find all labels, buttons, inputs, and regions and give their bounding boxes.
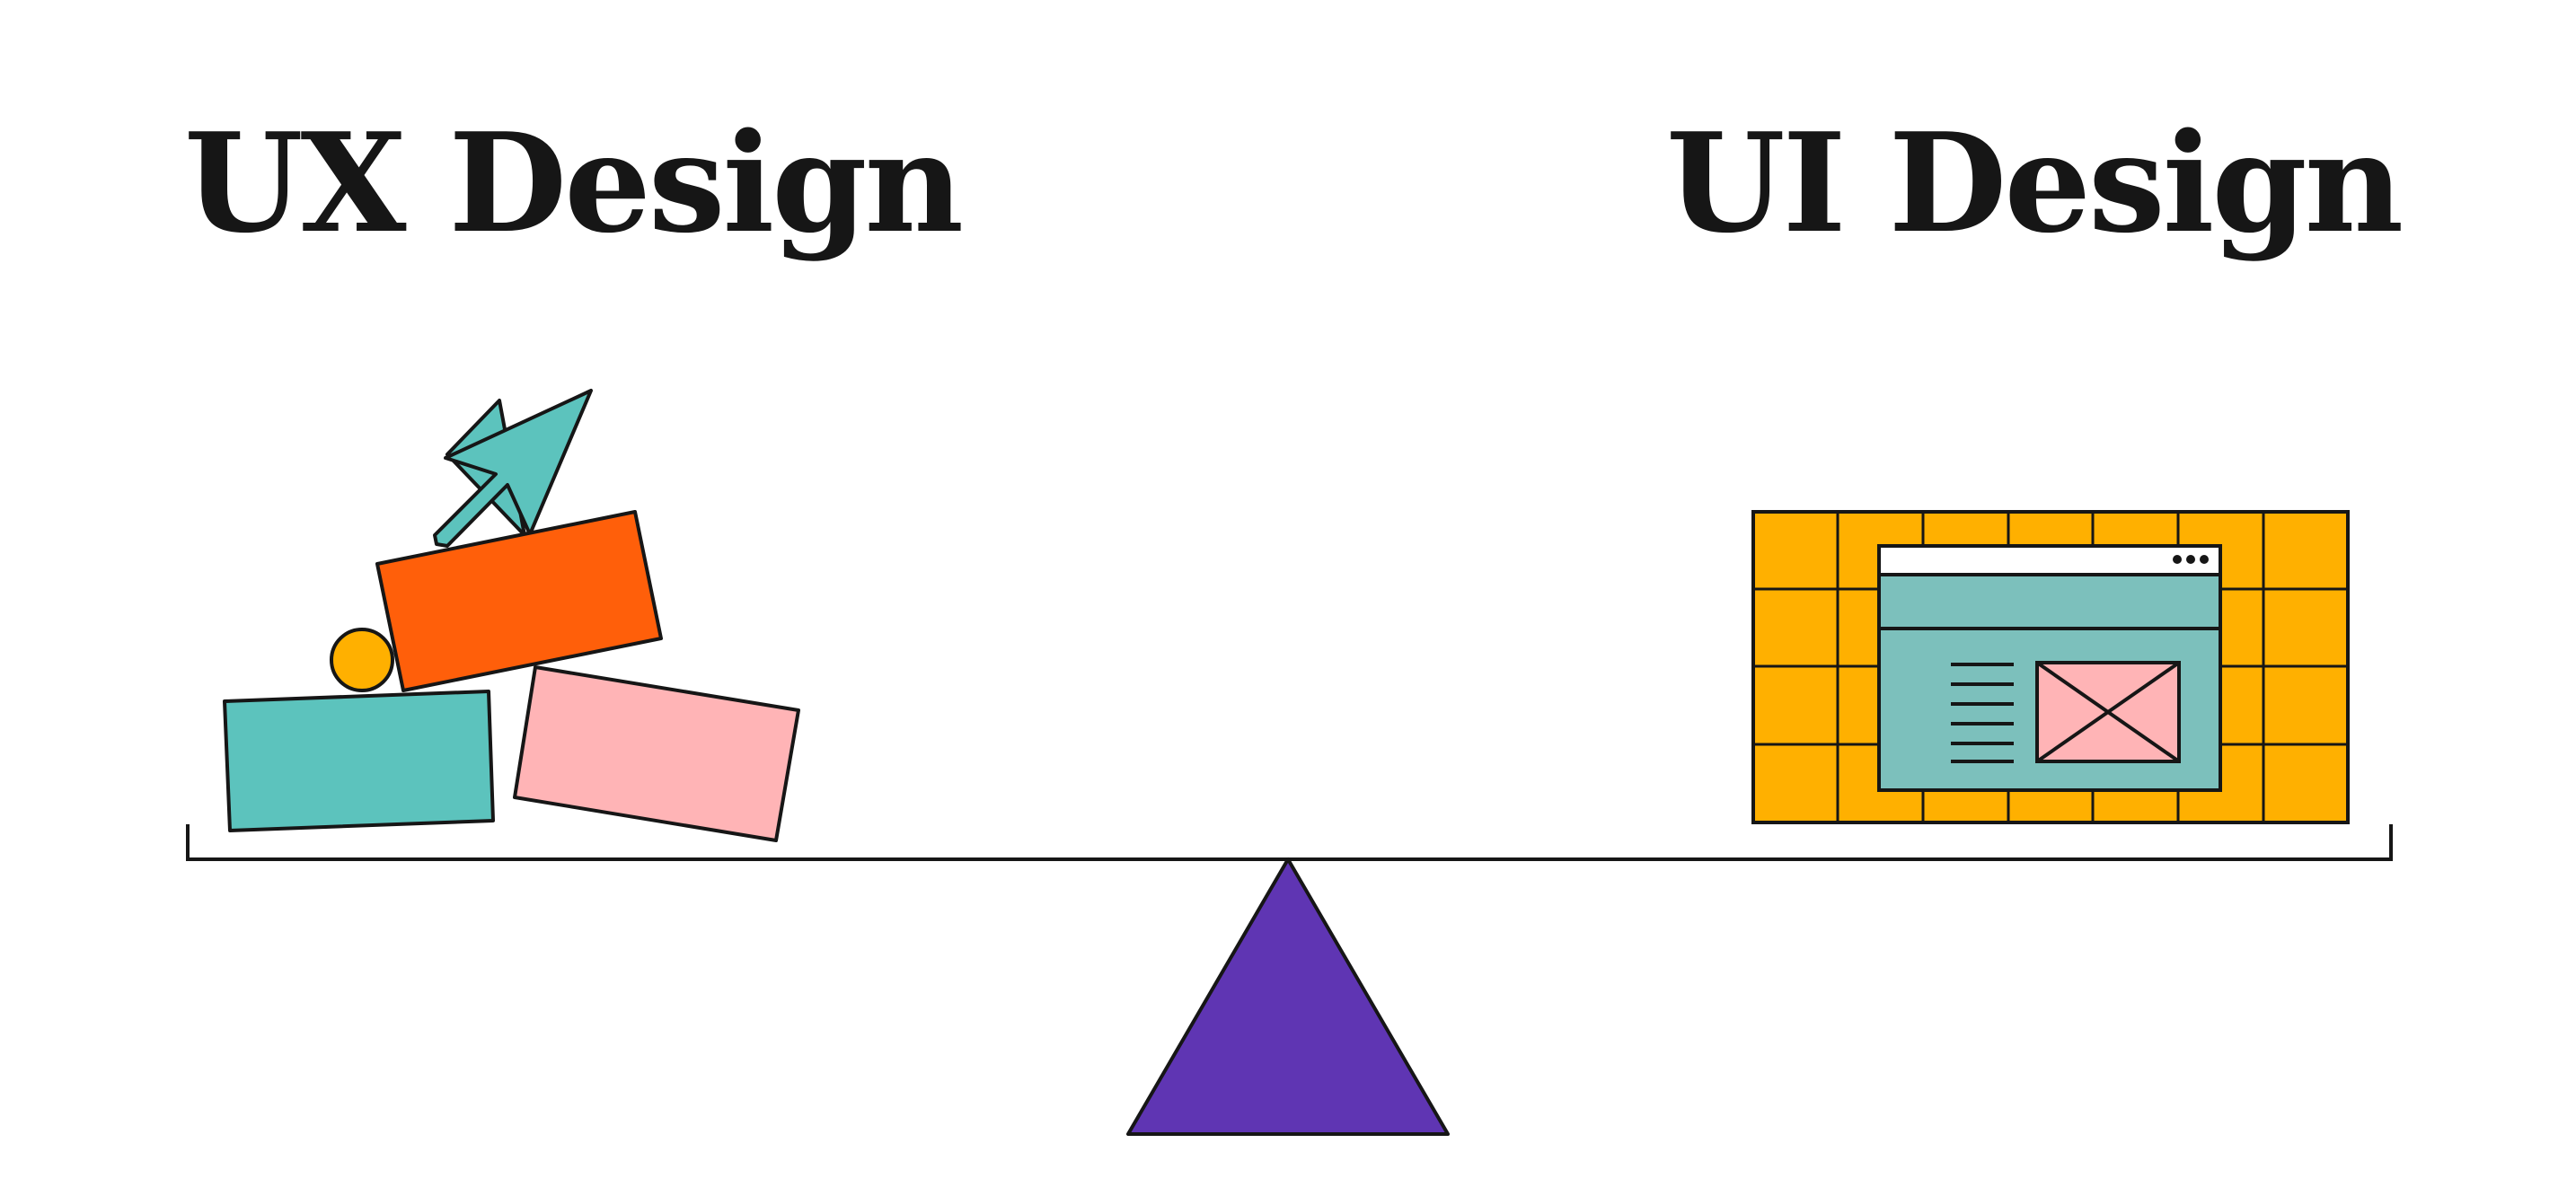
browser-window-on-grid-icon (1751, 510, 2350, 824)
pink-block (513, 665, 800, 842)
arrow-icon (433, 389, 593, 548)
balance-beam (186, 824, 2393, 861)
teal-block (223, 690, 495, 832)
triangle-icon (1126, 857, 1450, 1136)
image-placeholder-icon (2035, 661, 2181, 763)
window-dots-icon (2173, 555, 2209, 564)
text-lines-icon (1951, 663, 2014, 763)
ux-design-title: UX Design (184, 102, 964, 263)
browser-title-bar (1877, 544, 2222, 576)
gold-circle (330, 628, 394, 692)
stacked-blocks-with-arrow-icon (223, 389, 800, 842)
ui-design-title: UI Design (1666, 102, 2404, 263)
orange-block (375, 510, 663, 692)
